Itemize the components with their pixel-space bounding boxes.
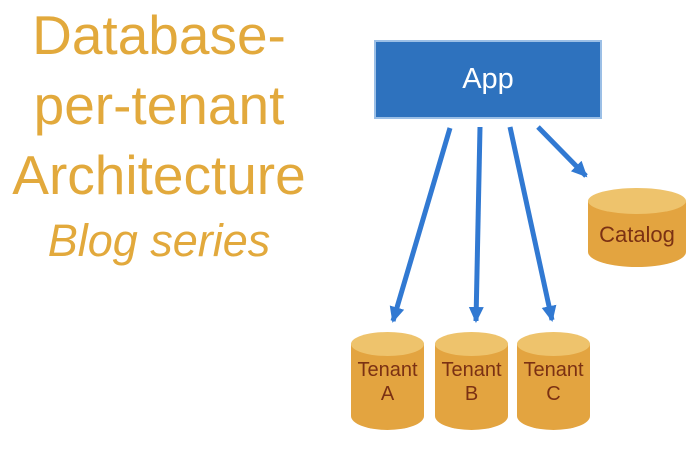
title-line-1: Database- [32,4,286,66]
title-line-3: Architecture [12,144,306,206]
title-line-2: per-tenant [33,74,285,136]
arrow-app-to-tenant-c [507,126,557,322]
tenant-b-label-line2: B [464,383,479,405]
tenant-c-label: Tenant C [517,358,590,406]
tenant-c-label-line1: Tenant [523,359,584,381]
tenant-b-label-line1: Tenant [441,359,502,381]
tenant-b-label: Tenant B [435,358,508,406]
tenant-a-label: Tenant A [351,358,424,406]
tenant-c-database: Tenant C [517,332,590,430]
catalog-database: Catalog [588,188,686,267]
catalog-label: Catalog [599,222,675,247]
cylinder-body [351,344,424,430]
arrow-app-to-tenant-a [389,127,453,323]
arrows-group [389,125,588,323]
cylinder-top [588,188,686,214]
tenant-a-label-line2: A [380,383,395,405]
tenant-b-database: Tenant B [435,332,508,430]
cylinder-top [435,332,508,356]
app-label: App [462,63,514,95]
cylinder-body [517,344,590,430]
tenant-a-database: Tenant A [351,332,424,430]
arrow-app-to-tenant-b [468,126,484,323]
tenant-a-label-line1: Tenant [357,359,418,381]
arrow-app-to-catalog [536,125,588,178]
subtitle: Blog series [47,215,271,266]
tenant-c-label-line2: C [546,383,561,405]
title-block: Database- per-tenant Architecture Blog s… [0,0,318,272]
cylinder-top [517,332,590,356]
app-node: App [374,40,602,119]
cylinder-top [351,332,424,356]
cylinder-body [435,344,508,430]
